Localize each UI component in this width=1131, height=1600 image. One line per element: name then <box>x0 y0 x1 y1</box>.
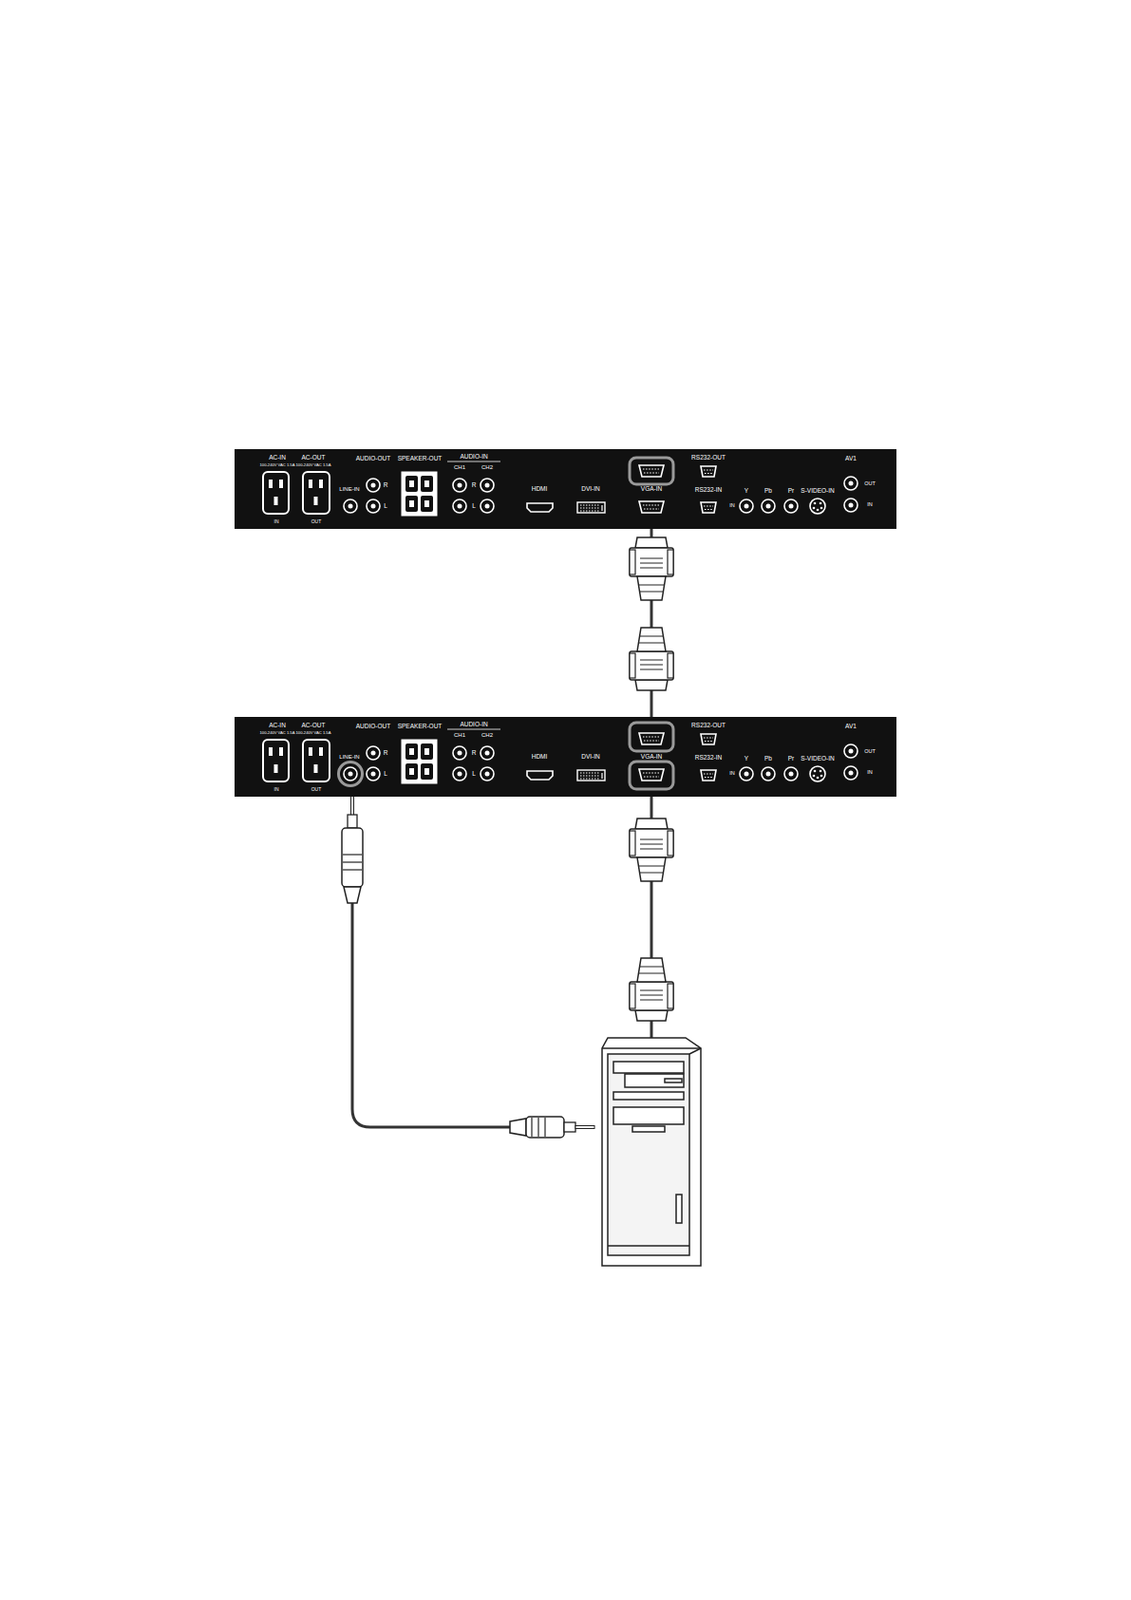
port-label: 100-240V VAC 1.5A <box>260 462 296 467</box>
port-label: L <box>471 771 476 778</box>
port-label: AUDIO-OUT <box>356 455 391 463</box>
port-label: IN <box>729 771 736 777</box>
port-label: DVI-IN <box>581 754 601 761</box>
port-label: RS232-OUT <box>691 722 726 730</box>
port-label: AUDIO-IN <box>459 720 488 728</box>
port-label: CH1 <box>453 464 466 471</box>
port-label: OUT <box>311 519 322 525</box>
port-label: HDMI <box>531 754 548 761</box>
port-label: HDMI <box>531 486 548 493</box>
pc-tower <box>602 1037 701 1266</box>
port-label: LINE-IN <box>339 486 359 492</box>
port-label: AC-OUT <box>301 722 326 730</box>
port-label: Pb <box>764 488 773 495</box>
port-label: RS232-IN <box>695 487 723 494</box>
port-label: R <box>471 482 477 490</box>
port-label: R <box>383 482 389 490</box>
port-label: DVI-IN <box>581 486 601 493</box>
port-label: Y <box>744 755 749 763</box>
port-label: SPEAKER-OUT <box>397 455 443 463</box>
display-panel: AC-IN100-240V VAC 1.5AAC-OUT100-240V VAC… <box>234 449 897 529</box>
port-label: R <box>471 750 477 757</box>
port-label: RS232-IN <box>695 754 723 762</box>
port-label: S-VIDEO-IN <box>800 488 834 495</box>
port-label: VGA-IN <box>640 485 662 492</box>
port-label: L <box>383 771 388 778</box>
port-label: SPEAKER-OUT <box>397 723 443 731</box>
port-label: IN <box>867 502 873 509</box>
port-label: CH2 <box>481 464 493 471</box>
port-label: RS232-OUT <box>691 454 726 462</box>
panel-art <box>234 716 897 797</box>
port-label: L <box>383 503 388 510</box>
port-label: AC-OUT <box>301 454 326 462</box>
port-label: OUT <box>864 749 876 755</box>
port-label: VGA-IN <box>640 753 662 760</box>
audio-cable <box>341 795 595 1138</box>
port-label: CH1 <box>453 732 466 738</box>
port-label: IN <box>729 503 736 509</box>
port-label: OUT <box>864 481 876 488</box>
port-label: 100-240V VAC 1.5A <box>260 730 296 735</box>
port-label: Y <box>744 488 749 495</box>
panel-art <box>234 449 897 529</box>
port-label: AUDIO-IN <box>459 452 488 460</box>
display-panel: AC-IN100-240V VAC 1.5AAC-OUT100-240V VAC… <box>234 716 897 797</box>
port-label: Pb <box>764 755 773 763</box>
port-label: AC-IN <box>268 722 286 730</box>
port-label: CH2 <box>481 732 493 738</box>
port-label: IN <box>274 519 280 525</box>
port-label: L <box>471 503 476 510</box>
port-label: AV1 <box>845 455 857 463</box>
port-label: AC-IN <box>268 454 286 462</box>
port-label: LINE-IN <box>339 754 359 760</box>
port-label: IN <box>867 770 873 776</box>
port-label: S-VIDEO-IN <box>800 755 834 763</box>
port-label: IN <box>274 787 280 792</box>
port-label: 100-240V VAC 1.5A <box>296 730 332 735</box>
port-label: 100-240V VAC 1.5A <box>296 462 332 467</box>
port-label: OUT <box>311 787 322 792</box>
port-label: R <box>383 750 389 757</box>
port-label: Pr <box>788 755 795 763</box>
port-label: AUDIO-OUT <box>356 723 391 731</box>
port-label: AV1 <box>845 723 857 731</box>
port-label: Pr <box>788 488 795 495</box>
